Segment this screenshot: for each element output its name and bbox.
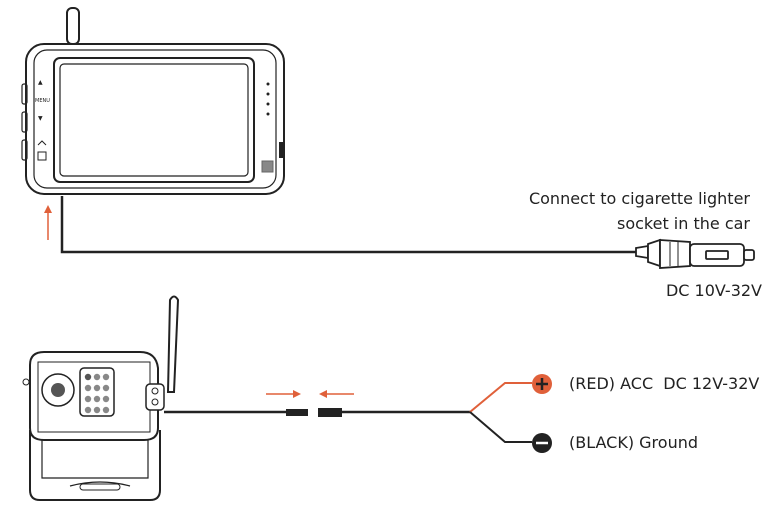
cigarette-lighter-plug xyxy=(635,238,755,269)
monitor-power-cable xyxy=(60,196,636,254)
black-wire xyxy=(469,411,532,443)
arrow-left-icon xyxy=(319,390,354,398)
arrow-up-icon xyxy=(44,205,52,240)
connector-female xyxy=(318,408,342,417)
camera-antenna xyxy=(166,295,180,393)
lighter-label-line2: socket in the car xyxy=(616,214,750,233)
lighter-label-line1: Connect to cigarette lighter xyxy=(528,189,750,208)
plus-icon xyxy=(532,374,552,394)
camera xyxy=(22,295,180,501)
monitor-up-label: ▲ xyxy=(38,79,43,86)
monitor-body xyxy=(25,43,285,195)
red-wire xyxy=(469,382,532,413)
minus-icon xyxy=(532,433,552,453)
monitor xyxy=(21,7,285,195)
monitor-down-label: ▼ xyxy=(38,115,43,122)
monitor-screen xyxy=(53,57,255,183)
monitor-antenna xyxy=(66,7,80,45)
red-wire-label: (RED) ACC DC 12V-32V xyxy=(569,374,760,393)
monitor-menu-label: MENU xyxy=(35,98,50,104)
black-wire-label: (BLACK) Ground xyxy=(569,433,699,452)
monitor-power-button xyxy=(261,160,274,173)
lighter-voltage-label: DC 10V-32V xyxy=(665,281,762,300)
arrow-right-icon xyxy=(266,390,301,398)
connector-male xyxy=(286,409,308,416)
